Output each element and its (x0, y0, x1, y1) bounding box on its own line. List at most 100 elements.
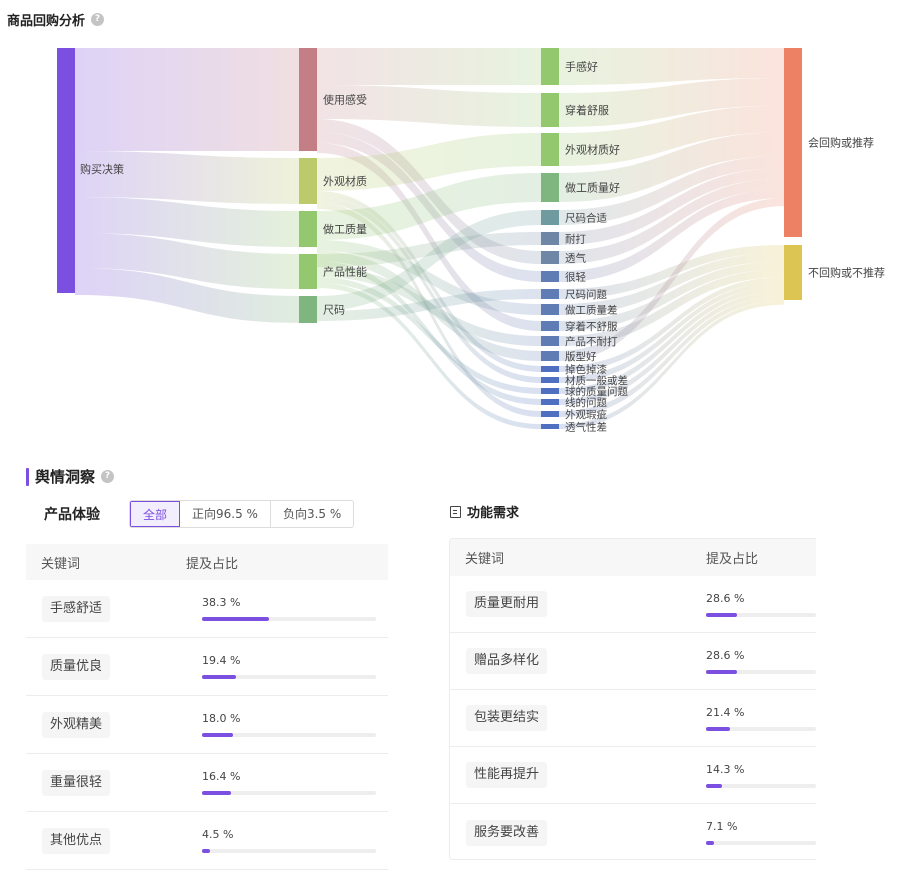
sankey-node[interactable] (299, 296, 317, 323)
sankey-node[interactable] (299, 211, 317, 247)
sankey-node[interactable] (541, 304, 559, 315)
percentage-text: 38.3 % (202, 596, 241, 609)
sankey-node[interactable] (541, 133, 559, 166)
sankey-link (317, 173, 541, 240)
sankey-node[interactable] (541, 251, 559, 264)
sankey-node[interactable] (541, 399, 559, 405)
sankey-node[interactable] (541, 411, 559, 417)
percentage-text: 21.4 % (706, 705, 745, 719)
sankey-node-label: 产品不耐打 (565, 335, 618, 348)
sankey-node[interactable] (541, 321, 559, 331)
keyword-tag[interactable]: 手感舒适 (42, 595, 111, 622)
percentage-text: 14.3 % (706, 762, 745, 776)
sankey-node[interactable] (541, 93, 559, 127)
sankey-node[interactable] (541, 424, 559, 429)
sankey-node-label: 做工质量差 (565, 304, 618, 317)
keyword-tag[interactable]: 包装更结实 (466, 705, 548, 731)
sankey-node[interactable] (541, 388, 559, 394)
sankey-node-label: 购买决策 (80, 162, 124, 176)
filter-positive[interactable]: 正向96.5 % (180, 501, 271, 527)
help-icon[interactable]: ? (91, 13, 105, 26)
sankey-node-label: 外观瑕疵 (565, 408, 607, 421)
sankey-node[interactable] (541, 336, 559, 346)
progress-fill (202, 791, 231, 795)
sankey-node[interactable] (541, 173, 559, 202)
sankey-node[interactable] (541, 366, 559, 372)
progress-track (706, 669, 816, 674)
keyword-tag[interactable]: 外观精美 (42, 711, 111, 738)
sankey-node[interactable] (541, 271, 559, 282)
sankey-node-label: 线的问题 (565, 396, 607, 409)
sankey-node[interactable] (299, 254, 317, 289)
sankey-link (317, 289, 541, 321)
sankey-node[interactable] (784, 245, 802, 300)
progress-track (202, 849, 376, 853)
filter-negative[interactable]: 负向3.5 % (282, 507, 342, 521)
sankey-node-label: 掉色掉漆 (565, 363, 607, 376)
percentage-text: 19.4 % (202, 654, 241, 667)
sankey-node-label: 尺码问题 (565, 288, 607, 301)
progress-fill (202, 733, 234, 737)
sankey-node-label: 耐打 (565, 233, 586, 246)
sankey-link (75, 268, 299, 323)
sankey-link (559, 286, 784, 394)
table-row: 手感舒适 38.3 % (26, 580, 388, 638)
sankey-node-label: 尺码 (323, 304, 345, 317)
sankey-link (559, 291, 784, 405)
sankey-node[interactable] (784, 48, 802, 237)
keyword-tag[interactable]: 赠品多样化 (466, 648, 548, 674)
keyword-tag[interactable]: 质量优良 (42, 653, 111, 680)
sankey-node-label: 会回购或推荐 (808, 136, 874, 150)
sankey-node[interactable] (541, 377, 559, 383)
sankey-node[interactable] (541, 232, 559, 245)
sankey-node[interactable] (541, 351, 559, 361)
table-header: 关键词 提及占比 (26, 544, 388, 580)
sankey-node-label: 透气 (565, 252, 586, 265)
sankey-link (317, 197, 541, 383)
sankey-link (559, 261, 784, 331)
sankey-node[interactable] (541, 289, 559, 299)
sankey-link (75, 48, 299, 151)
sankey-link (317, 277, 541, 394)
percentage-text: 28.6 % (706, 648, 745, 662)
filter-all[interactable]: 全部 (130, 501, 181, 527)
sankey-node[interactable] (299, 48, 317, 151)
keyword-tag[interactable]: 性能再提升 (466, 762, 548, 788)
sankey-link (317, 240, 541, 315)
progress-fill (706, 783, 722, 788)
help-icon[interactable]: ? (101, 470, 115, 483)
sankey-link (559, 105, 784, 166)
progress-track (706, 726, 816, 731)
percentage-text: 7.1 % (706, 820, 738, 833)
table-row: 赠品多样化 28.6 % (450, 633, 816, 690)
sankey-node-label: 材质一般或差 (565, 374, 628, 387)
sankey-link (75, 151, 299, 204)
sankey-link (559, 168, 784, 245)
sankey-link (559, 277, 784, 372)
sankey-link (75, 233, 299, 289)
document-icon (450, 505, 461, 518)
section-header: 商品回购分析 ? (7, 10, 105, 29)
keyword-tag[interactable]: 质量更耐用 (466, 591, 548, 617)
sankey-node[interactable] (57, 48, 75, 293)
keyword-tag[interactable]: 服务要改善 (466, 819, 548, 846)
sankey-link (559, 296, 784, 417)
progress-fill (706, 669, 738, 674)
sankey-node-label: 很轻 (565, 271, 586, 284)
keyword-tag[interactable]: 重量很轻 (42, 769, 111, 796)
sankey-link (317, 133, 541, 191)
sankey-node[interactable] (299, 158, 317, 204)
sankey-link (559, 300, 784, 429)
sankey-link (559, 48, 784, 85)
sankey-link (75, 197, 299, 247)
sankey-node[interactable] (541, 48, 559, 85)
column-percentage: 提及占比 (186, 556, 239, 572)
keyword-tag[interactable]: 其他优点 (42, 827, 111, 854)
sankey-node[interactable] (541, 210, 559, 225)
percentage-text: 18.0 % (202, 712, 241, 725)
sankey-node-label: 穿着不舒服 (565, 320, 618, 333)
sankey-link (317, 232, 541, 267)
product-experience-title: 产品体验 (44, 507, 100, 523)
